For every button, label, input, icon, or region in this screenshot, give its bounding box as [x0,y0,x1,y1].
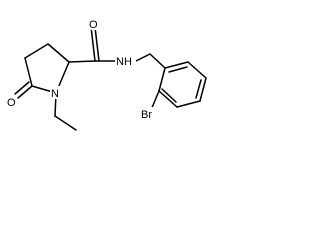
bond-ch2-ring [149,53,166,69]
atom-label-nh: NH [116,56,132,68]
bond-ar6-ar1 [158,67,166,92]
bond-ar2-ar3 [187,61,207,79]
bond-lines [14,26,207,131]
bond-ar4-ar5 [176,100,201,108]
bond-ar5-ar6 [158,90,178,108]
atom-labels: O N O NH Br [6,17,156,121]
bond-c4-c5 [24,57,33,87]
atom-label-oxygen-amide: O [89,19,98,31]
bond-ar1-ar2-inner [168,66,188,73]
bond-ar3-ar4-inner [195,79,202,99]
atom-label-oxygen-ring: O [7,97,16,109]
chemical-structure: O N O NH Br [6,17,207,131]
bond-ar6-br [150,90,160,111]
bond-ethyl-ch2-ch3 [54,115,77,131]
bond-amide-c-o-a [90,26,96,62]
bond-nh-ch2 [135,53,151,62]
bond-c5-o-a [17,85,33,99]
atom-label-nitrogen-ring: N [51,88,59,100]
bond-ar5-ar6-inner [161,88,177,103]
bond-ar1-ar2 [164,61,189,69]
bond-ar3-ar4 [199,77,207,102]
bond-c5-o-b [14,81,30,95]
bond-c3-c4 [24,43,49,59]
bond-c2-c3 [47,43,70,63]
bond-c2-amide-c [68,60,96,63]
bond-amide-c-o-b [94,26,100,62]
atom-label-bromine: Br [141,109,152,121]
